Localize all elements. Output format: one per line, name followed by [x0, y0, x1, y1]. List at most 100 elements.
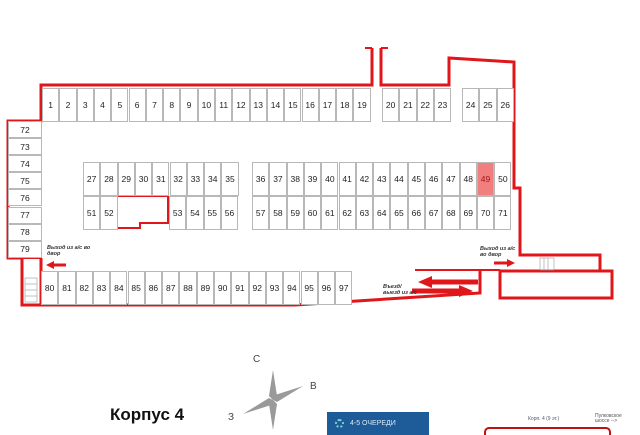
parking-spot-51[interactable]: 51 [83, 196, 101, 230]
parking-spot-81[interactable]: 81 [58, 271, 76, 305]
parking-spot-2[interactable]: 2 [59, 88, 77, 122]
parking-spot-77[interactable]: 77 [8, 206, 42, 224]
parking-spot-68[interactable]: 68 [442, 196, 460, 230]
parking-spot-57[interactable]: 57 [252, 196, 270, 230]
parking-spot-11[interactable]: 11 [215, 88, 233, 122]
parking-spot-97[interactable]: 97 [335, 271, 353, 305]
minimap-building-label: Корп. 4 (9 эт.) [528, 416, 560, 422]
parking-spot-37[interactable]: 37 [269, 162, 287, 196]
parking-spot-87[interactable]: 87 [162, 271, 180, 305]
parking-spot-14[interactable]: 14 [266, 88, 285, 122]
parking-spot-84[interactable]: 84 [110, 271, 128, 305]
parking-spot-21[interactable]: 21 [399, 88, 417, 122]
parking-spot-35[interactable]: 35 [221, 162, 239, 196]
parking-spot-8[interactable]: 8 [163, 88, 181, 122]
parking-spot-45[interactable]: 45 [407, 162, 425, 196]
parking-spot-30[interactable]: 30 [134, 162, 153, 196]
parking-spot-76[interactable]: 76 [8, 189, 42, 207]
parking-spot-22[interactable]: 22 [416, 88, 434, 122]
parking-spot-89[interactable]: 89 [196, 271, 214, 305]
parking-spot-17[interactable]: 17 [318, 88, 337, 122]
parking-spot-36[interactable]: 36 [252, 162, 270, 196]
parking-spot-55[interactable]: 55 [203, 196, 221, 230]
parking-spot-90[interactable]: 90 [214, 271, 232, 305]
parking-spot-7[interactable]: 7 [145, 88, 164, 122]
parking-spot-23[interactable]: 23 [433, 88, 452, 122]
parking-spot-41[interactable]: 41 [338, 162, 356, 196]
parking-spot-53[interactable]: 53 [169, 196, 187, 230]
parking-spot-34[interactable]: 34 [204, 162, 222, 196]
parking-spot-49[interactable]: 49 [476, 162, 495, 196]
parking-spot-71[interactable]: 71 [494, 196, 512, 230]
parking-spot-54[interactable]: 54 [186, 196, 204, 230]
parking-spot-16[interactable]: 16 [301, 88, 319, 122]
parking-spot-15[interactable]: 15 [284, 88, 302, 122]
parking-spot-93[interactable]: 93 [265, 271, 284, 305]
parking-spot-9[interactable]: 9 [180, 88, 198, 122]
parking-spot-73[interactable]: 73 [8, 138, 42, 156]
parking-spot-4[interactable]: 4 [93, 88, 112, 122]
parking-spot-61[interactable]: 61 [321, 196, 339, 230]
parking-spot-63[interactable]: 63 [355, 196, 374, 230]
parking-spot-29[interactable]: 29 [117, 162, 135, 196]
parking-spot-25[interactable]: 25 [479, 88, 497, 122]
parking-spot-67[interactable]: 67 [425, 196, 443, 230]
parking-spot-74[interactable]: 74 [8, 155, 42, 173]
parking-spot-31[interactable]: 31 [152, 162, 170, 196]
parking-spot-3[interactable]: 3 [76, 88, 94, 122]
parking-spot-69[interactable]: 69 [459, 196, 477, 230]
parking-spot-33[interactable]: 33 [186, 162, 205, 196]
parking-spot-20[interactable]: 20 [382, 88, 400, 122]
parking-spot-72[interactable]: 72 [8, 121, 42, 139]
parking-spot-6[interactable]: 6 [128, 88, 146, 122]
parking-spot-64[interactable]: 64 [373, 196, 391, 230]
parking-spot-95[interactable]: 95 [300, 271, 318, 305]
parking-spot-28[interactable]: 28 [100, 162, 118, 196]
parking-spot-65[interactable]: 65 [390, 196, 408, 230]
parking-spot-10[interactable]: 10 [197, 88, 215, 122]
parking-spot-43[interactable]: 43 [373, 162, 391, 196]
parking-spot-92[interactable]: 92 [248, 271, 266, 305]
parking-spot-75[interactable]: 75 [8, 172, 42, 190]
parking-spot-13[interactable]: 13 [249, 88, 267, 122]
parking-spot-27[interactable]: 27 [83, 162, 101, 196]
parking-spot-58[interactable]: 58 [269, 196, 287, 230]
parking-spot-46[interactable]: 46 [425, 162, 443, 196]
parking-spot-5[interactable]: 5 [111, 88, 129, 122]
parking-spot-79[interactable]: 79 [8, 240, 42, 258]
parking-spot-60[interactable]: 60 [303, 196, 322, 230]
parking-spot-32[interactable]: 32 [169, 162, 187, 196]
parking-spot-47[interactable]: 47 [442, 162, 460, 196]
parking-spot-85[interactable]: 85 [127, 271, 145, 305]
queue-badge[interactable]: 4-5 ОЧЕРЕДИ [327, 412, 429, 435]
compass-east: В [310, 381, 317, 392]
parking-spot-86[interactable]: 86 [144, 271, 163, 305]
parking-spot-26[interactable]: 26 [496, 88, 514, 122]
parking-spot-82[interactable]: 82 [75, 271, 93, 305]
parking-spot-62[interactable]: 62 [338, 196, 356, 230]
parking-spot-52[interactable]: 52 [100, 196, 118, 230]
parking-spot-70[interactable]: 70 [476, 196, 495, 230]
parking-spot-96[interactable]: 96 [317, 271, 336, 305]
parking-spot-48[interactable]: 48 [459, 162, 477, 196]
parking-spot-18[interactable]: 18 [336, 88, 354, 122]
parking-spot-78[interactable]: 78 [8, 223, 42, 241]
parking-spot-42[interactable]: 42 [355, 162, 374, 196]
parking-spot-44[interactable]: 44 [390, 162, 408, 196]
parking-spot-59[interactable]: 59 [286, 196, 304, 230]
parking-spot-56[interactable]: 56 [220, 196, 239, 230]
parking-spot-1[interactable]: 1 [42, 88, 60, 122]
parking-spot-50[interactable]: 50 [494, 162, 512, 196]
parking-spot-40[interactable]: 40 [321, 162, 339, 196]
parking-spot-80[interactable]: 80 [41, 271, 59, 305]
parking-spot-88[interactable]: 88 [179, 271, 197, 305]
parking-spot-38[interactable]: 38 [286, 162, 304, 196]
parking-spot-94[interactable]: 94 [283, 271, 301, 305]
parking-spot-83[interactable]: 83 [92, 271, 111, 305]
parking-spot-24[interactable]: 24 [462, 88, 480, 122]
parking-spot-19[interactable]: 19 [353, 88, 371, 122]
parking-spot-66[interactable]: 66 [407, 196, 425, 230]
parking-spot-12[interactable]: 12 [232, 88, 250, 122]
parking-spot-39[interactable]: 39 [303, 162, 322, 196]
parking-spot-91[interactable]: 91 [231, 271, 249, 305]
